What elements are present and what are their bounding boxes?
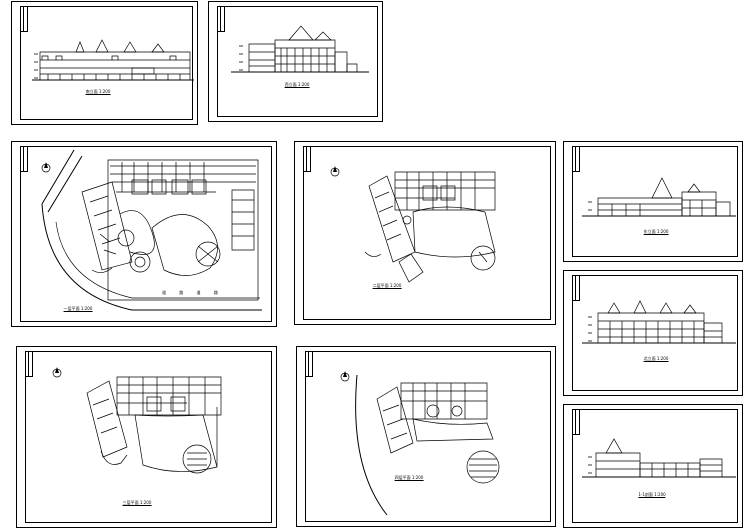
sheet-caption: 一层平面 1:200: [63, 306, 93, 312]
drawing-sheet-second-floor-plan[interactable]: 二层平面 1:200: [294, 141, 556, 325]
drawing-sheet-north-elevation[interactable]: 北立面 1:200: [563, 270, 743, 396]
drawing-sheet-third-floor-plan[interactable]: 三层平面 1:200: [16, 346, 277, 528]
drawing-sheet-west-elevation[interactable]: 西立面 1:200: [208, 1, 383, 122]
title-block: [572, 275, 580, 301]
drawing-sheet-section-1-1[interactable]: 1-1剖面 1:200: [563, 404, 743, 528]
sheet-border: [217, 6, 378, 117]
sheet-border: [305, 351, 551, 522]
sheet-border: [572, 146, 738, 257]
sheet-caption: 东立面 1:200: [643, 229, 669, 235]
title-block: [20, 146, 28, 172]
elevation-drawing: [564, 142, 744, 263]
sheet-border: [572, 409, 738, 523]
sheet-caption: 四层平面 1:200: [394, 475, 424, 481]
sheet-border: [303, 146, 551, 320]
sheet-caption: 三层平面 1:200: [122, 500, 152, 506]
title-block: [572, 409, 580, 435]
sheet-border: [20, 6, 193, 120]
floor-plan-drawing: [17, 367, 278, 529]
elevation-drawing: [564, 271, 744, 397]
elevation-drawing: [209, 2, 384, 123]
sheet-border: [572, 275, 738, 391]
title-block: [20, 6, 28, 32]
title-block: [303, 146, 311, 172]
sheet-border: [25, 351, 272, 523]
elevation-drawing: [12, 2, 199, 126]
title-block: [25, 351, 33, 377]
section-drawing: [564, 405, 744, 529]
sheet-caption: 1-1剖面 1:200: [638, 492, 667, 498]
sheet-border: [20, 146, 272, 322]
title-block: [305, 351, 313, 377]
drawing-sheet-fourth-floor-plan[interactable]: 四层平面 1:200: [296, 346, 556, 527]
floor-plan-drawing: [295, 166, 557, 326]
drawing-sheet-south-elevation[interactable]: 南立面 1:200: [11, 1, 198, 125]
floor-plan-drawing: [297, 371, 557, 528]
title-block: [572, 146, 580, 172]
street-label: 道 路 道 路: [162, 290, 224, 295]
drawing-sheet-ground-floor-plan[interactable]: 道 路 道 路 一层平面 1:200: [11, 141, 277, 327]
sheet-caption: 南立面 1:200: [85, 89, 111, 95]
sheet-caption: 北立面 1:200: [643, 356, 669, 362]
drawing-sheet-east-elevation[interactable]: 东立面 1:200: [563, 141, 743, 262]
sheet-caption: 西立面 1:200: [284, 82, 310, 88]
sheet-caption: 二层平面 1:200: [372, 283, 402, 289]
title-block: [217, 6, 225, 32]
floor-plan-drawing: [12, 142, 278, 328]
